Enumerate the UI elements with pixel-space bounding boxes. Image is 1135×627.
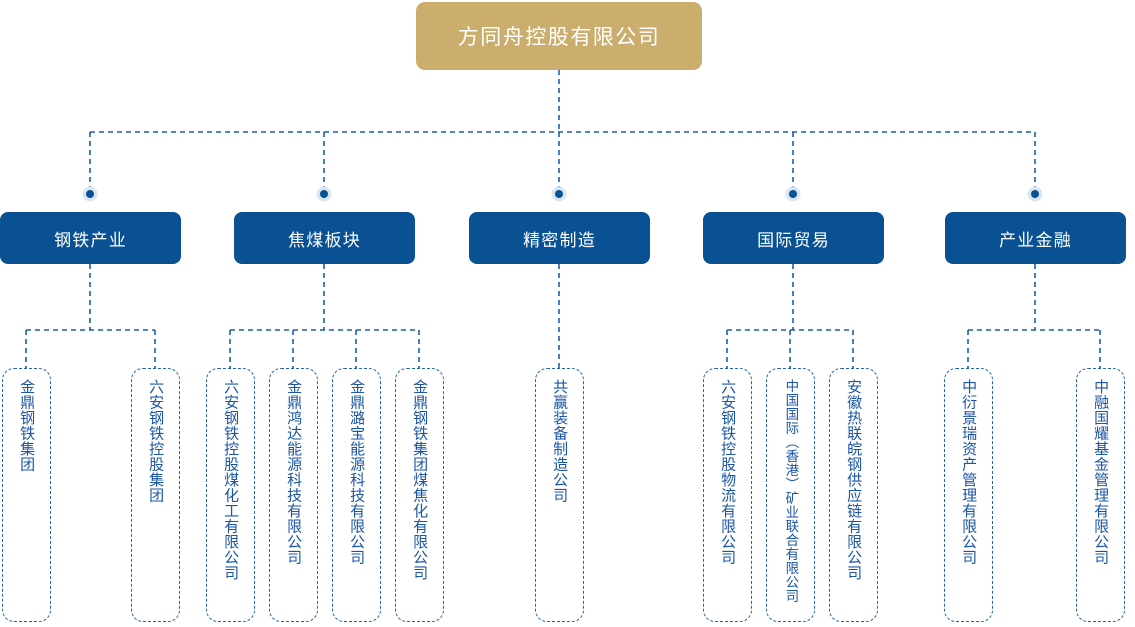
leaf-label-trade-3: 安徽热联皖钢供应链有限公司 [845, 379, 863, 581]
leaf-label-trade-2: 中国国际（香港）矿业联合有限公司 [783, 379, 799, 603]
connector-dot-halo-4 [785, 186, 801, 202]
leaf-node-coal-1[interactable]: 六安钢铁控股煤化工有限公司 [206, 368, 255, 622]
leaf-node-coal-3[interactable]: 金鼎潞宝能源科技有限公司 [332, 368, 381, 622]
leaf-label-precision-1: 共赢装备制造公司 [551, 379, 569, 503]
connector-dot-4 [789, 190, 797, 198]
division-label-international-trade: 国际贸易 [757, 230, 830, 250]
leaf-node-coal-2[interactable]: 金鼎鸿达能源科技有限公司 [269, 368, 318, 622]
connector-dot-halo-2 [316, 186, 332, 202]
leaf-node-coal-4[interactable]: 金鼎钢铁集团煤焦化有限公司 [395, 368, 444, 622]
root-node-label: 方同舟控股有限公司 [457, 26, 661, 49]
division-label-steel: 钢铁产业 [54, 230, 127, 250]
connector-dot-2 [320, 190, 328, 198]
connector-dot-halo-5 [1027, 186, 1043, 202]
division-label-precision-manufacturing: 精密制造 [523, 230, 596, 250]
leaf-label-trade-1: 六安钢铁控股物流有限公司 [719, 379, 737, 565]
leaf-label-steel-1: 金鼎钢铁集团 [18, 379, 36, 472]
leaf-label-steel-2: 六安钢铁控股集团 [147, 379, 165, 503]
connector-dot-1 [86, 190, 94, 198]
division-label-coking-coal: 焦煤板块 [288, 230, 361, 250]
division-node-industrial-finance[interactable]: 产业金融 [945, 212, 1126, 264]
division-label-industrial-finance: 产业金融 [999, 230, 1072, 250]
connector-dots [82, 186, 1043, 202]
connector-dot-5 [1031, 190, 1039, 198]
connector-dot-halo-1 [82, 186, 98, 202]
connector-dot-halo-3 [551, 186, 567, 202]
leaf-node-trade-1[interactable]: 六安钢铁控股物流有限公司 [703, 368, 752, 622]
connector-dot-3 [555, 190, 563, 198]
leaf-label-coal-4: 金鼎钢铁集团煤焦化有限公司 [411, 379, 429, 581]
root-node[interactable]: 方同舟控股有限公司 [416, 2, 702, 70]
leaf-label-coal-2: 金鼎鸿达能源科技有限公司 [285, 379, 303, 565]
leaf-label-finance-1: 中衍景瑞资产管理有限公司 [960, 379, 978, 565]
leaf-label-coal-1: 六安钢铁控股煤化工有限公司 [222, 379, 240, 581]
leaf-node-steel-1[interactable]: 金鼎钢铁集团 [2, 368, 51, 622]
division-node-steel[interactable]: 钢铁产业 [0, 212, 181, 264]
leaf-node-steel-2[interactable]: 六安钢铁控股集团 [131, 368, 180, 622]
leaf-node-trade-3[interactable]: 安徽热联皖钢供应链有限公司 [829, 368, 878, 622]
leaf-label-finance-2: 中融国耀基金管理有限公司 [1092, 379, 1110, 565]
division-node-coking-coal[interactable]: 焦煤板块 [234, 212, 415, 264]
leaf-node-trade-2[interactable]: 中国国际（香港）矿业联合有限公司 [766, 368, 815, 622]
leaf-label-coal-3: 金鼎潞宝能源科技有限公司 [348, 379, 366, 565]
leaf-node-finance-1[interactable]: 中衍景瑞资产管理有限公司 [944, 368, 993, 622]
division-node-international-trade[interactable]: 国际贸易 [703, 212, 884, 264]
leaf-node-precision-1[interactable]: 共赢装备制造公司 [535, 368, 584, 622]
division-node-precision-manufacturing[interactable]: 精密制造 [469, 212, 650, 264]
leaf-node-finance-2[interactable]: 中融国耀基金管理有限公司 [1076, 368, 1125, 622]
